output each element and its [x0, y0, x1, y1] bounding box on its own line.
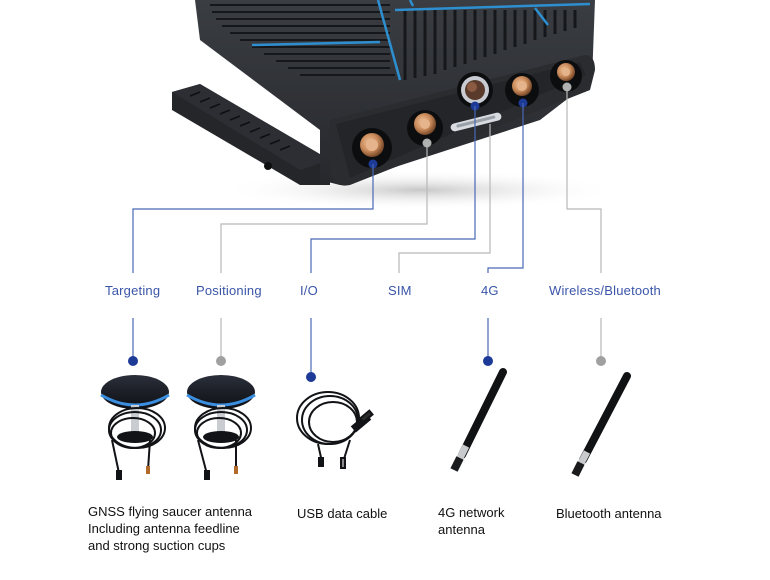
dot-targeting [128, 356, 138, 366]
port-positioning [407, 110, 443, 146]
caption-gnss-antenna: GNSS flying saucer antenna Including ant… [88, 504, 253, 553]
dot-4g [483, 356, 493, 366]
port-label-io: I/O [300, 283, 318, 298]
device-shadow [220, 170, 620, 210]
heatsink-stripe [251, 0, 591, 81]
port-label-4g: 4G [481, 283, 499, 298]
leader-line-positioning [220, 143, 428, 273]
rod-antenna-icon [571, 372, 631, 477]
gnss-saucer-antenna-icon [100, 375, 170, 480]
screw-hole [264, 162, 272, 170]
gnss-saucer-antenna-icon [186, 375, 256, 480]
leader-line-io [310, 106, 476, 273]
mounting-flange [172, 84, 330, 185]
caption-4g-antenna: 4G network antenna [438, 505, 505, 537]
leader-line-sim [398, 124, 491, 273]
port-4g [505, 73, 539, 107]
rod-antenna-icon [450, 368, 507, 472]
port-label-wireless: Wireless/Bluetooth [549, 283, 661, 298]
caption-bluetooth-antenna: Bluetooth antenna [556, 506, 662, 521]
dot-positioning [216, 356, 226, 366]
dot-wireless [596, 356, 606, 366]
leader-line-targeting [132, 164, 374, 273]
port-label-targeting: Targeting [105, 283, 161, 298]
caption-usb-cable: USB data cable [297, 506, 388, 521]
port-targeting [352, 128, 392, 168]
port-sim [450, 112, 502, 132]
leader-line-4g [487, 103, 524, 273]
usb-cable-icon [296, 391, 374, 469]
port-wireless [550, 60, 582, 92]
port-io [457, 72, 493, 108]
dot-io [306, 372, 316, 382]
leader-line-wireless [566, 87, 602, 273]
port-label-positioning: Positioning [196, 283, 262, 298]
port-label-sim: SIM [388, 283, 412, 298]
